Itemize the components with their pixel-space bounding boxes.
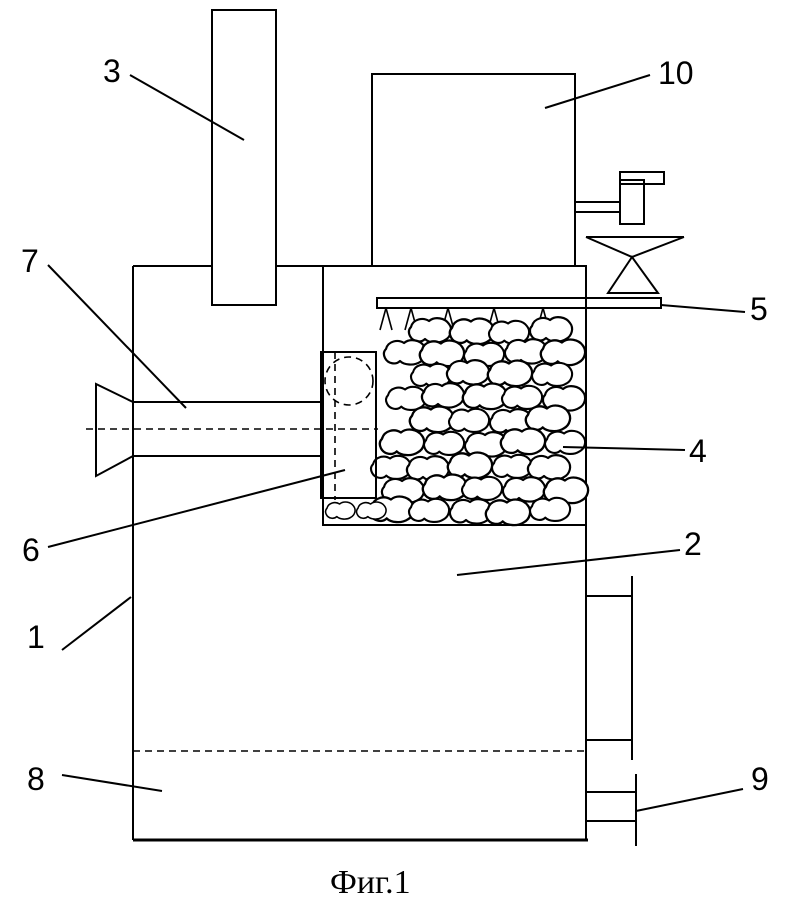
label-4: 4	[689, 433, 707, 469]
stone	[445, 359, 491, 386]
stone	[526, 454, 572, 481]
stone	[382, 339, 428, 366]
stone	[543, 429, 587, 455]
stone	[355, 501, 387, 520]
stone	[421, 473, 469, 502]
stone	[369, 454, 413, 480]
stone	[542, 476, 590, 505]
stone	[460, 475, 504, 501]
stone	[530, 361, 574, 387]
stone	[463, 431, 509, 458]
stone	[490, 453, 534, 479]
stone	[422, 430, 466, 456]
stone	[541, 385, 587, 412]
feed-pipe	[86, 382, 378, 478]
stone	[446, 451, 494, 480]
stone	[524, 404, 572, 433]
stone	[407, 317, 453, 344]
stone-chamber	[322, 265, 587, 526]
stone	[448, 498, 494, 525]
label-9: 9	[751, 761, 769, 797]
stone	[378, 428, 426, 457]
stone	[408, 405, 456, 434]
stone	[499, 427, 547, 456]
stone	[500, 384, 544, 410]
tap-valve	[575, 171, 685, 294]
chimney	[211, 9, 277, 306]
label-6: 6	[22, 532, 40, 568]
stone	[461, 382, 509, 411]
label-5: 5	[750, 291, 768, 327]
stone	[486, 359, 534, 388]
stone	[384, 385, 428, 411]
sprayer-pipe	[376, 297, 662, 309]
label-1: 1	[27, 619, 45, 655]
label-7: 7	[21, 243, 39, 279]
stone	[503, 338, 549, 365]
figure-caption: Фиг.1	[330, 864, 411, 900]
label-2: 2	[684, 526, 702, 562]
label-3: 3	[103, 53, 121, 89]
stone	[501, 476, 547, 503]
stone	[447, 407, 491, 433]
stone	[324, 501, 356, 520]
stones	[324, 316, 590, 527]
label-10: 10	[658, 55, 694, 91]
water-tank	[371, 73, 576, 267]
stone	[420, 382, 466, 409]
doors	[586, 576, 637, 846]
label-8: 8	[27, 761, 45, 797]
stone	[539, 338, 587, 367]
stone	[448, 317, 496, 346]
stone	[528, 496, 572, 522]
leader-lines	[47, 74, 746, 812]
stone	[484, 498, 532, 527]
firebox	[320, 351, 377, 500]
stone	[407, 497, 451, 523]
stone	[528, 316, 574, 343]
